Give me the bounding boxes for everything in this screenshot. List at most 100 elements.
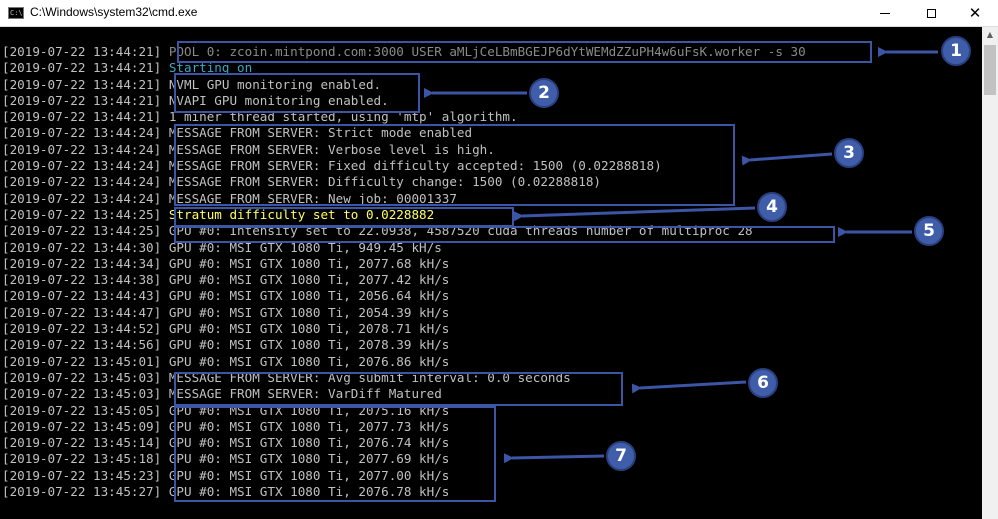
line-timestamp: [2019-07-22 13:44:21] [2,92,162,108]
line-timestamp: [2019-07-22 13:44:43] [2,288,162,304]
line-timestamp: [2019-07-22 13:45:09] [2,418,162,434]
line-message: MESSAGE FROM SERVER: New job: 00001337 [161,190,457,206]
line-message: GPU #0: MSI GTX 1080 Ti, 2076.74 kH/s [161,435,450,451]
console-line: [2019-07-22 13:44:21] POOL 0: zcoin.mint… [2,44,806,60]
line-timestamp: [2019-07-22 13:44:24] [2,125,162,141]
minimize-icon [880,12,890,14]
line-message: GPU #0: MSI GTX 1080 Ti, 2077.42 kH/s [161,272,450,288]
line-message: GPU #0: MSI GTX 1080 Ti, 2076.86 kH/s [161,353,450,369]
console-line: [2019-07-22 13:44:24] MESSAGE FROM SERVE… [2,158,806,174]
line-message: GPU #0: MSI GTX 1080 Ti, 2077.73 kH/s [161,418,450,434]
line-timestamp: [2019-07-22 13:44:47] [2,304,162,320]
title-bar[interactable]: C:\ C:\Windows\system32\cmd.exe ✕ [0,0,998,27]
minimize-button[interactable] [862,0,908,26]
line-timestamp: [2019-07-22 13:44:24] [2,141,162,157]
console-line: [2019-07-22 13:45:18] GPU #0: MSI GTX 10… [2,451,806,467]
console-line: [2019-07-22 13:44:24] MESSAGE FROM SERVE… [2,125,806,141]
console-line: [2019-07-22 13:44:52] GPU #0: MSI GTX 10… [2,321,806,337]
line-message: NVML GPU monitoring enabled. [161,76,382,92]
line-timestamp: [2019-07-22 13:44:25] [2,223,162,239]
line-timestamp: [2019-07-22 13:45:05] [2,402,162,418]
annotation-badge-7: 7 [606,441,636,471]
highlight-box-1 [177,41,872,63]
line-message: GPU #0: MSI GTX 1080 Ti, 2078.71 kH/s [161,321,450,337]
line-message: GPU #0: MSI GTX 1080 Ti, 2054.39 kH/s [161,304,450,320]
highlight-box-6 [174,372,623,406]
line-timestamp: [2019-07-22 13:45:01] [2,353,162,369]
line-timestamp: [2019-07-22 13:44:24] [2,190,162,206]
console-line: [2019-07-22 13:45:14] GPU #0: MSI GTX 10… [2,435,806,451]
close-button[interactable]: ✕ [952,0,998,26]
console-line: [2019-07-22 13:45:27] GPU #0: MSI GTX 10… [2,484,806,500]
line-message: MESSAGE FROM SERVER: Difficulty change: … [161,174,601,190]
line-message: MESSAGE FROM SERVER: Verbose level is hi… [161,141,495,157]
line-message: NVAPI GPU monitoring enabled. [161,92,389,108]
cmd-icon: C:\ [8,7,24,19]
line-message: MESSAGE FROM SERVER: Strict mode enabled [161,125,473,141]
annotation-badge-4: 4 [757,192,787,222]
line-message: GPU #0: MSI GTX 1080 Ti, 949.45 kH/s [161,239,442,255]
line-timestamp: [2019-07-22 13:44:21] [2,44,162,59]
console-output[interactable]: [2019-07-22 13:44:21] POOL 0: zcoin.mint… [0,27,982,519]
line-message: Starting on [161,60,253,76]
console-line: [2019-07-22 13:44:24] MESSAGE FROM SERVE… [2,191,806,207]
line-timestamp: [2019-07-22 13:44:21] [2,60,162,76]
line-timestamp: [2019-07-22 13:44:38] [2,272,162,288]
line-message: GPU #0: MSI GTX 1080 Ti, 2077.69 kH/s [161,451,450,467]
maximize-icon [926,8,936,18]
console-line: [2019-07-22 13:44:43] GPU #0: MSI GTX 10… [2,288,806,304]
console-line: [2019-07-22 13:45:01] GPU #0: MSI GTX 10… [2,354,806,370]
highlight-box-5 [174,226,835,243]
console-line: [2019-07-22 13:45:03] MESSAGE FROM SERVE… [2,386,806,402]
line-message: MESSAGE FROM SERVER: VarDiff Matured [161,386,442,402]
annotation-badge-3: 3 [834,138,864,168]
console-line: [2019-07-22 13:44:47] GPU #0: MSI GTX 10… [2,305,806,321]
console-line: [2019-07-22 13:44:56] GPU #0: MSI GTX 10… [2,337,806,353]
line-message: GPU #0: MSI GTX 1080 Ti, 2056.64 kH/s [161,288,450,304]
highlight-box-4 [174,207,514,227]
scroll-up-icon[interactable]: ▲ [986,30,994,39]
console-line: [2019-07-22 13:44:21] NVML GPU monitorin… [2,77,806,93]
line-timestamp: [2019-07-22 13:44:34] [2,255,162,271]
highlight-box-3 [174,124,735,206]
console-line: [2019-07-22 13:45:23] GPU #0: MSI GTX 10… [2,468,806,484]
line-timestamp: [2019-07-22 13:44:21] [2,76,162,92]
annotation-badge-2: 2 [529,78,559,108]
highlight-box-2 [174,73,420,113]
console-line: [2019-07-22 13:45:09] GPU #0: MSI GTX 10… [2,419,806,435]
console-line: [2019-07-22 13:44:24] MESSAGE FROM SERVE… [2,174,806,190]
console-line: [2019-07-22 13:44:30] GPU #0: MSI GTX 10… [2,240,806,256]
line-message: GPU #0: MSI GTX 1080 Ti, 2076.78 kH/s [161,484,450,500]
highlight-box-7 [174,406,496,502]
vertical-scrollbar[interactable]: ▲ [982,27,998,519]
console-line: [2019-07-22 13:44:24] MESSAGE FROM SERVE… [2,142,806,158]
line-timestamp: [2019-07-22 13:45:27] [2,484,162,500]
line-timestamp: [2019-07-22 13:44:24] [2,158,162,174]
maximize-button[interactable] [908,0,954,26]
line-timestamp: [2019-07-22 13:45:03] [2,369,162,385]
line-timestamp: [2019-07-22 13:45:18] [2,451,162,467]
console-line: [2019-07-22 13:44:21] NVAPI GPU monitori… [2,93,806,109]
line-timestamp: [2019-07-22 13:45:03] [2,386,162,402]
line-message: GPU #0: MSI GTX 1080 Ti, 2077.68 kH/s [161,255,450,271]
annotation-badge-5: 5 [914,216,944,246]
console-lines: [2019-07-22 13:44:21] POOL 0: zcoin.mint… [2,44,806,500]
console-line: [2019-07-22 13:44:34] GPU #0: MSI GTX 10… [2,256,806,272]
line-message: MESSAGE FROM SERVER: Fixed difficulty ac… [161,158,662,174]
console-line: [2019-07-22 13:44:25] Stratum difficulty… [2,207,806,223]
line-timestamp: [2019-07-22 13:45:14] [2,435,162,451]
line-timestamp: [2019-07-22 13:44:25] [2,206,162,222]
line-timestamp: [2019-07-22 13:44:56] [2,337,162,353]
line-message: POOL 0: zcoin.mintpond.com:3000 USER aML… [161,44,806,59]
line-timestamp: [2019-07-22 13:44:52] [2,321,162,337]
scrollbar-thumb[interactable] [984,45,996,95]
annotation-badge-1: 1 [941,36,971,66]
line-timestamp: [2019-07-22 13:45:23] [2,467,162,483]
close-icon: ✕ [968,3,982,22]
line-message: GPU #0: MSI GTX 1080 Ti, 2078.39 kH/s [161,337,450,353]
window-title: C:\Windows\system32\cmd.exe [30,5,198,19]
annotation-badge-6: 6 [748,368,778,398]
line-message: GPU #0: MSI GTX 1080 Ti, 2077.00 kH/s [161,467,450,483]
line-timestamp: [2019-07-22 13:44:30] [2,239,162,255]
line-timestamp: [2019-07-22 13:44:21] [2,109,162,125]
